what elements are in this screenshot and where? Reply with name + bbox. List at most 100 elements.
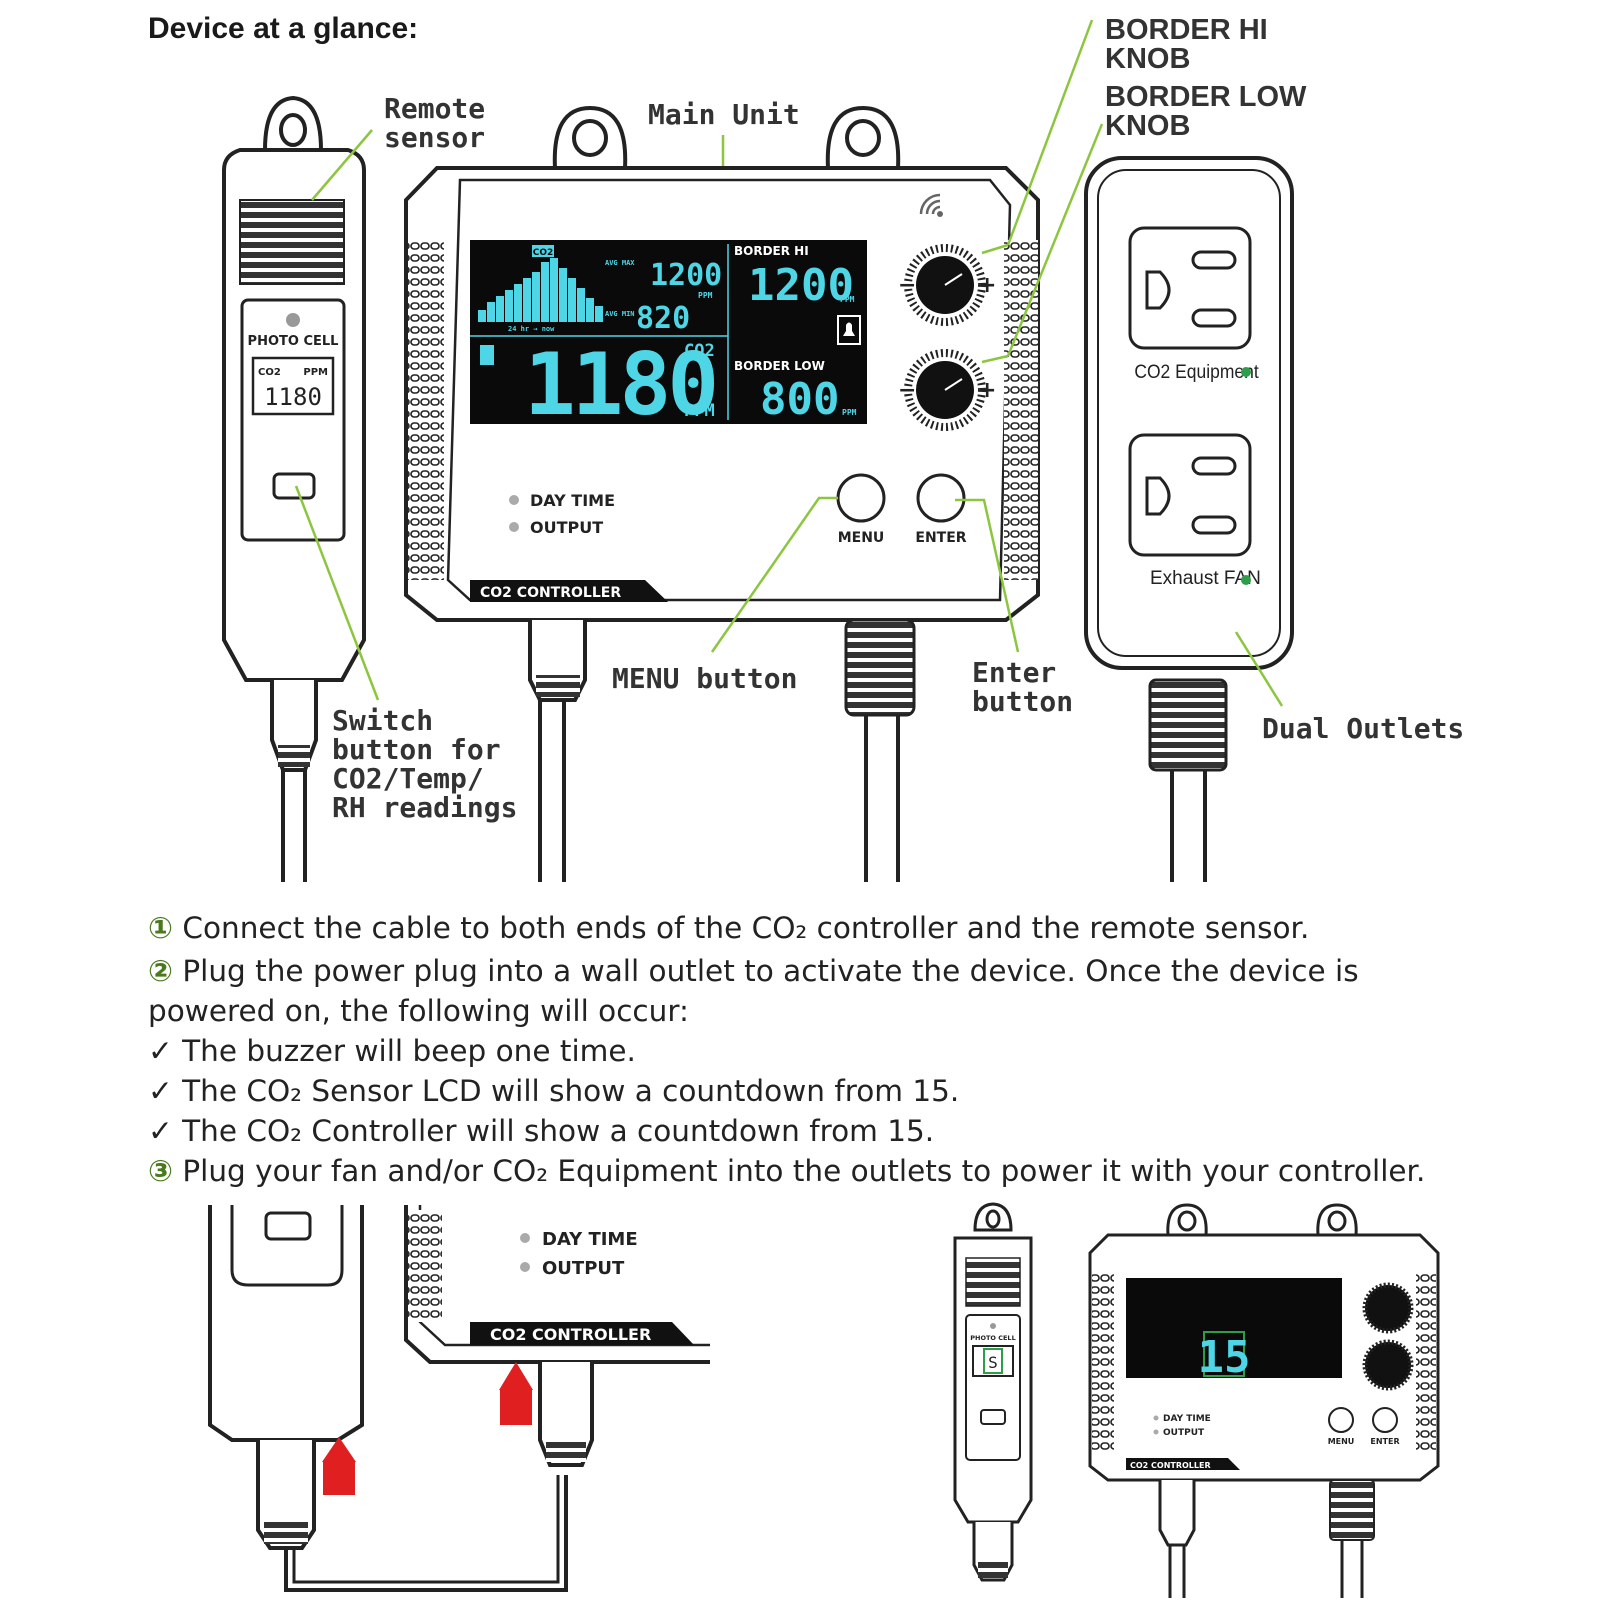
small-countdown: 15 <box>1198 1332 1251 1383</box>
day-time-label: DAY TIME <box>530 491 615 510</box>
dual-outlets: CO2 Equipment Exhaust FAN <box>1084 156 1294 882</box>
small-menu-label: MENU <box>1328 1437 1355 1446</box>
lcd-avg-min-label: AVG MIN <box>605 310 635 318</box>
setup-instructions: ① Connect the cable to both ends of the … <box>148 908 1568 1191</box>
wireless-icon <box>919 193 943 217</box>
detail-brand-strip: CO2 CONTROLLER <box>490 1325 651 1344</box>
outlet-top[interactable] <box>1128 226 1252 350</box>
menu-button-label: MENU <box>838 530 885 546</box>
lcd-avg-max-value: 1200 <box>650 258 722 293</box>
instruction-text: Plug the power plug into a wall outlet t… <box>182 954 1359 988</box>
outlet-bottom-label: Exhaust FAN <box>1150 568 1261 589</box>
lcd-avg-max-label: AVG MAX <box>605 259 635 267</box>
instruction-text: The CO₂ Sensor LCD will show a countdown… <box>182 1074 960 1108</box>
outlet-bottom-led <box>1241 575 1251 585</box>
instruction-line: ② Plug the power plug into a wall outlet… <box>148 951 1568 991</box>
leaf-icon <box>480 345 494 365</box>
detail-day-time-label: DAY TIME <box>542 1229 638 1250</box>
enter-button[interactable] <box>916 473 966 523</box>
photo-cell-label: PHOTO CELL <box>248 334 339 349</box>
lcd-avg-min-value: 820 <box>636 301 690 336</box>
instruction-line: ① Connect the cable to both ends of the … <box>148 908 1568 948</box>
instruction-line: ✓ The CO₂ Controller will show a countdo… <box>148 1111 1568 1151</box>
small-brand-strip: CO2 CONTROLLER <box>1130 1461 1211 1470</box>
sensor-lcd-value: 1180 <box>264 383 322 411</box>
lcd-reading-value: 1180 <box>524 335 715 435</box>
co2-history-chart <box>478 245 603 322</box>
outlet-top-led <box>1241 367 1251 377</box>
bottom-small-main-unit: 15 DAY TIME OUTPUT MENU ENTER CO2 CONTRO… <box>1088 1203 1440 1598</box>
step-number: ① <box>148 911 173 945</box>
lcd-reading-co2: CO2 <box>684 341 715 361</box>
lcd-border-low-ppm: PPM <box>842 408 857 417</box>
detail-output-indicator <box>520 1262 530 1272</box>
svg-text:−: − <box>898 273 916 298</box>
detail-switch-button <box>264 1211 312 1241</box>
instruction-text: Connect the cable to both ends of the CO… <box>182 911 1310 945</box>
lcd-co2-tag-bg <box>532 245 554 257</box>
callout-border-hi-knob: BORDER HI KNOB <box>1105 14 1268 75</box>
outlet-bottom[interactable] <box>1128 433 1252 557</box>
left-vents <box>408 240 444 580</box>
brand-strip-label: CO2 CONTROLLER <box>480 585 621 601</box>
small-photo-cell-label: PHOTO CELL <box>970 1334 1015 1342</box>
small-enter-label: ENTER <box>1370 1437 1399 1446</box>
instruction-text: Plug your fan and/or CO₂ Equipment into … <box>182 1154 1426 1188</box>
small-output-label: OUTPUT <box>1163 1428 1205 1438</box>
sensor-grill <box>239 199 345 285</box>
step-number: ② <box>148 954 173 988</box>
check-icon: ✓ <box>148 1034 173 1068</box>
instruction-line: ✓ The buzzer will beep one time. <box>148 1031 1568 1071</box>
enter-button-label: ENTER <box>915 530 966 546</box>
small-sensor-countdown: S <box>988 1353 998 1372</box>
main-unit: CO2 AVG MAX 1200 PPM AVG MIN 820 24 hr →… <box>404 105 1040 882</box>
alarm-bell-icon <box>837 315 861 345</box>
sensor-lcd-ppm: PPM <box>303 367 328 378</box>
callout-dual-outlets: Dual Outlets <box>1262 712 1465 745</box>
border-hi-knob[interactable]: − + <box>898 244 996 326</box>
callout-menu-button: MENU button <box>612 662 798 695</box>
remote-sensor: PHOTO CELL CO2 PPM 1180 <box>222 95 366 882</box>
instruction-line: powered on, the following will occur: <box>148 991 1568 1031</box>
switch-button[interactable] <box>272 472 316 500</box>
output-label: OUTPUT <box>530 518 603 537</box>
detail-day-time-indicator <box>520 1233 530 1243</box>
callout-remote-sensor: Remote sensor <box>384 92 486 154</box>
check-icon: ✓ <box>148 1114 173 1148</box>
photo-cell-icon <box>286 313 300 327</box>
page-title: Device at a glance: <box>148 12 419 45</box>
menu-button[interactable] <box>836 473 886 523</box>
lcd-reading-ppm: PPM <box>684 401 715 421</box>
lcd-border-low-value: 800 <box>760 374 839 425</box>
step-number: ③ <box>148 1154 173 1188</box>
callout-border-low-knob: BORDER LOW KNOB <box>1105 81 1307 142</box>
sensor-lcd <box>251 356 335 416</box>
right-vents <box>1004 240 1038 580</box>
svg-text:−: − <box>898 378 916 403</box>
small-day-time-label: DAY TIME <box>1163 1414 1211 1424</box>
instruction-line: ③ Plug your fan and/or CO₂ Equipment int… <box>148 1151 1568 1191</box>
instruction-text: The CO₂ Controller will show a countdown… <box>182 1114 935 1148</box>
lcd-border-low-label: BORDER LOW <box>734 359 825 373</box>
instruction-line: ✓ The CO₂ Sensor LCD will show a countdo… <box>148 1071 1568 1111</box>
connect-arrow-right-icon <box>499 1362 533 1425</box>
leader-lines <box>294 19 1284 707</box>
lcd-border-hi-ppm: PPM <box>840 295 855 304</box>
detail-output-label: OUTPUT <box>542 1258 625 1279</box>
lcd-border-hi-label: BORDER HI <box>734 244 809 258</box>
bottom-small-sensor: PHOTO CELL S <box>953 1202 1033 1582</box>
instruction-text: The buzzer will beep one time. <box>182 1034 636 1068</box>
check-icon: ✓ <box>148 1074 173 1108</box>
border-low-knob[interactable]: − + <box>898 349 996 431</box>
lcd-avg-ppm: PPM <box>698 291 713 300</box>
output-indicator <box>509 522 519 532</box>
callout-switch-button: Switch button for CO2/Temp/ RH readings <box>332 704 518 824</box>
lcd-border-hi-value: 1200 <box>748 260 854 311</box>
sensor-lcd-co2: CO2 <box>258 367 281 378</box>
brand-strip <box>470 580 668 602</box>
callout-main-unit: Main Unit <box>648 98 800 131</box>
lcd-co2-tag: CO2 <box>533 248 554 258</box>
outlet-top-label: CO2 Equipment <box>1134 360 1258 382</box>
main-lcd <box>470 240 867 424</box>
